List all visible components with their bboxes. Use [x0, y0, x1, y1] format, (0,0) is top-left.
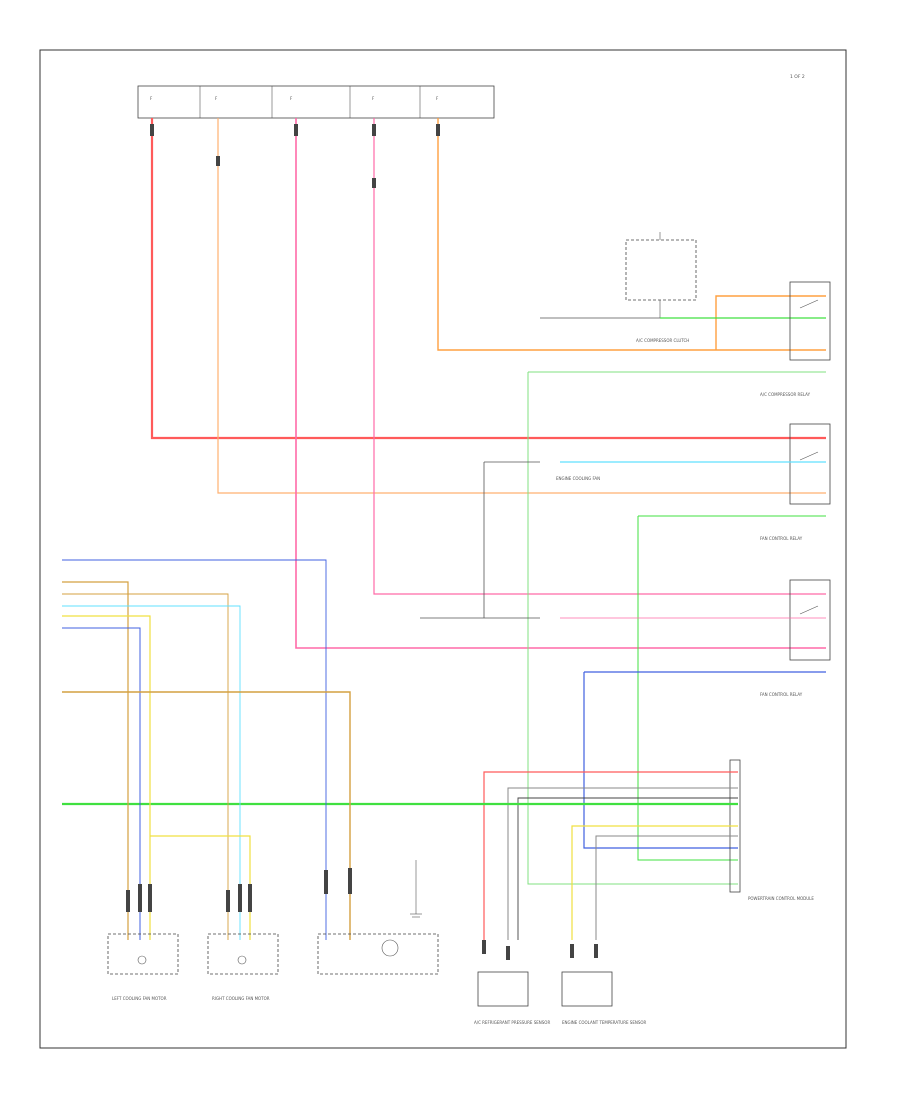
ground-symbol	[410, 860, 422, 918]
pcm-label: POWERTRAIN CONTROL MODULE	[748, 896, 814, 901]
wire-yellow-bridge	[150, 835, 251, 940]
svg-text:F: F	[436, 96, 439, 101]
wire-tan-left	[62, 581, 129, 940]
ac-refrigerant-pressure-sensor: A/C REFRIGERANT PRESSURE SENSOR	[474, 971, 550, 1025]
wire-pink-2	[373, 118, 826, 595]
wire-red-sensor	[483, 771, 738, 940]
wire-gray-ect	[595, 835, 738, 940]
wire-orange	[437, 118, 826, 351]
left-fan-label: LEFT COOLING FAN MOTOR	[112, 996, 167, 1001]
wire-gray-sensor	[507, 787, 738, 940]
fan2-relay-label: FAN CONTROL RELAY	[760, 692, 803, 697]
right-fan-label: RIGHT COOLING FAN MOTOR	[212, 996, 270, 1001]
page-number: 1 OF 2	[790, 74, 805, 80]
pcm-connector: POWERTRAIN CONTROL MODULE	[729, 759, 814, 901]
coolant-fan-label: ENGINE COOLING FAN	[556, 476, 600, 481]
wire-blue-down	[583, 672, 738, 849]
wire-orange-relay	[715, 295, 826, 350]
pcm-bottom	[317, 933, 439, 975]
wire-cyan-left	[62, 605, 241, 940]
wire-yellow-sensor	[571, 825, 738, 940]
wire-black-sensor	[517, 797, 738, 940]
svg-text:F: F	[290, 96, 293, 101]
wire-red	[150, 118, 826, 440]
page-frame	[39, 49, 847, 1049]
fan-control-relay-2: FAN CONTROL RELAY	[760, 579, 831, 697]
ac-compressor-clutch: A/C COMPRESSOR CLUTCH	[625, 232, 697, 343]
wire-blue-left	[62, 559, 327, 940]
left-cooling-fan-motor: LEFT COOLING FAN MOTOR	[107, 933, 179, 1001]
ac-compressor-label: A/C COMPRESSOR CLUTCH	[636, 338, 689, 343]
ac-pressure-label: A/C REFRIGERANT PRESSURE SENSOR	[474, 1020, 550, 1025]
connectors	[126, 124, 598, 960]
svg-text:F: F	[215, 96, 218, 101]
svg-text:F: F	[372, 96, 375, 101]
wire-light-orange	[217, 118, 826, 494]
ac-relay-label: A/C COMPRESSOR RELAY	[760, 392, 811, 397]
wire-green-2-down	[637, 516, 738, 861]
fan1-relay-label: FAN CONTROL RELAY	[760, 536, 803, 541]
wire-tan-main	[62, 691, 351, 940]
engine-coolant-temp-sensor: ENGINE COOLANT TEMPERATURE SENSOR	[561, 971, 647, 1025]
ect-sensor-label: ENGINE COOLANT TEMPERATURE SENSOR	[562, 1020, 647, 1025]
fan-control-relay-1: FAN CONTROL RELAY	[760, 423, 831, 541]
fuse-block: F F F F F	[137, 85, 495, 119]
wire-yellow-left	[62, 615, 151, 940]
wire-tan-left-2	[62, 593, 229, 940]
svg-text:F: F	[150, 96, 153, 101]
wire-blue-left-2	[62, 627, 141, 940]
wire-pink	[295, 118, 826, 649]
ac-compressor-relay: A/C COMPRESSOR RELAY	[760, 281, 831, 397]
wire-light-green-down	[527, 372, 738, 885]
right-cooling-fan-motor: RIGHT COOLING FAN MOTOR	[207, 933, 279, 1001]
